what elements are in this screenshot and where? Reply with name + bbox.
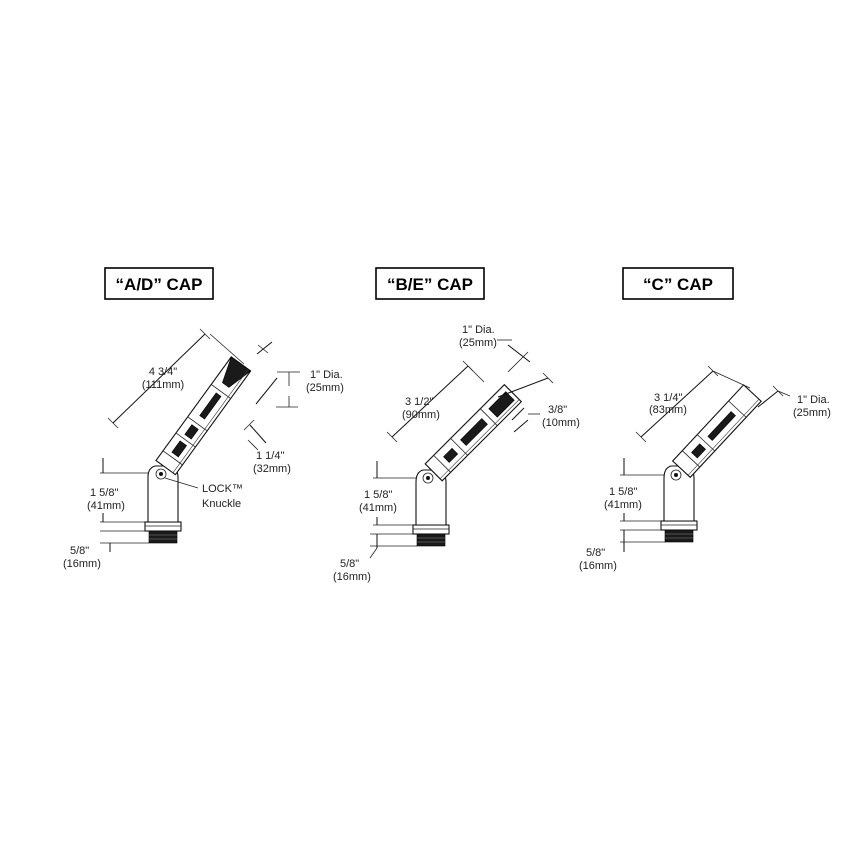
knuckle-screw-ad <box>155 468 167 480</box>
dim-dia-mm-be: (25mm) <box>459 337 497 349</box>
cap-title-c: “C” CAP <box>643 275 713 294</box>
dim-dia-mm-c: (25mm) <box>793 407 831 419</box>
dim-length-mm-c: (83mm) <box>649 404 687 416</box>
fixture-be <box>369 339 554 559</box>
dim-dia-ad: 1" Dia. <box>310 369 343 381</box>
dim-dia-mm-ad: (25mm) <box>306 382 344 394</box>
dim-side-mm-be: (10mm) <box>542 417 580 429</box>
knuckle-label-2: Knuckle <box>202 498 241 510</box>
dim-stem-mm-be: (41mm) <box>359 502 397 514</box>
knuckle-screw-c <box>670 469 682 481</box>
dim-side-ad: 1 1/4" <box>256 450 284 462</box>
stem-ad <box>147 465 179 523</box>
dim-stem-be: 1 5/8" <box>364 489 392 501</box>
title-box-be: “B/E” CAP <box>375 267 485 300</box>
thread-ad <box>144 521 182 544</box>
dim-stem-c: 1 5/8" <box>609 486 637 498</box>
dim-length-be: 3 1/2" <box>405 396 433 408</box>
head-be <box>424 383 523 482</box>
dim-thread-ad: 5/8" <box>70 545 89 557</box>
dim-stem-mm-c: (41mm) <box>604 499 642 511</box>
dim-length-mm-ad: (111mm) <box>142 379 184 391</box>
dim-length-mm-be: (90mm) <box>402 409 440 421</box>
dim-dia-be: 1" Dia. <box>462 324 495 336</box>
title-box-c: “C” CAP <box>622 267 734 300</box>
dim-thread-be: 5/8" <box>340 558 359 570</box>
thread-be <box>412 524 450 547</box>
fixture-c <box>620 365 791 552</box>
head-ad <box>155 356 252 476</box>
dim-dia-c: 1" Dia. <box>797 394 830 406</box>
dim-stem-ad: 1 5/8" <box>90 487 118 499</box>
dim-side-mm-ad: (32mm) <box>253 463 291 475</box>
head-c <box>671 384 762 479</box>
dim-stem-mm-ad: (41mm) <box>87 500 125 512</box>
dim-length-ad: 4 3/4" <box>149 366 177 378</box>
thread-c <box>660 520 698 543</box>
dim-side-be: 3/8" <box>548 404 567 416</box>
cap-title-be: “B/E” CAP <box>387 275 473 294</box>
dim-length-c: 3 1/4" <box>654 392 682 404</box>
title-box-ad: “A/D” CAP <box>104 267 214 300</box>
dim-thread-mm-be: (16mm) <box>333 571 371 583</box>
cap-title-ad: “A/D” CAP <box>116 275 203 294</box>
knuckle-screw-be <box>422 472 434 484</box>
dim-thread-mm-c: (16mm) <box>579 560 617 572</box>
dim-thread-mm-ad: (16mm) <box>63 558 101 570</box>
knuckle-label: LOCK™ <box>202 483 243 495</box>
dim-thread-c: 5/8" <box>586 547 605 559</box>
fixture-ad <box>100 328 300 552</box>
